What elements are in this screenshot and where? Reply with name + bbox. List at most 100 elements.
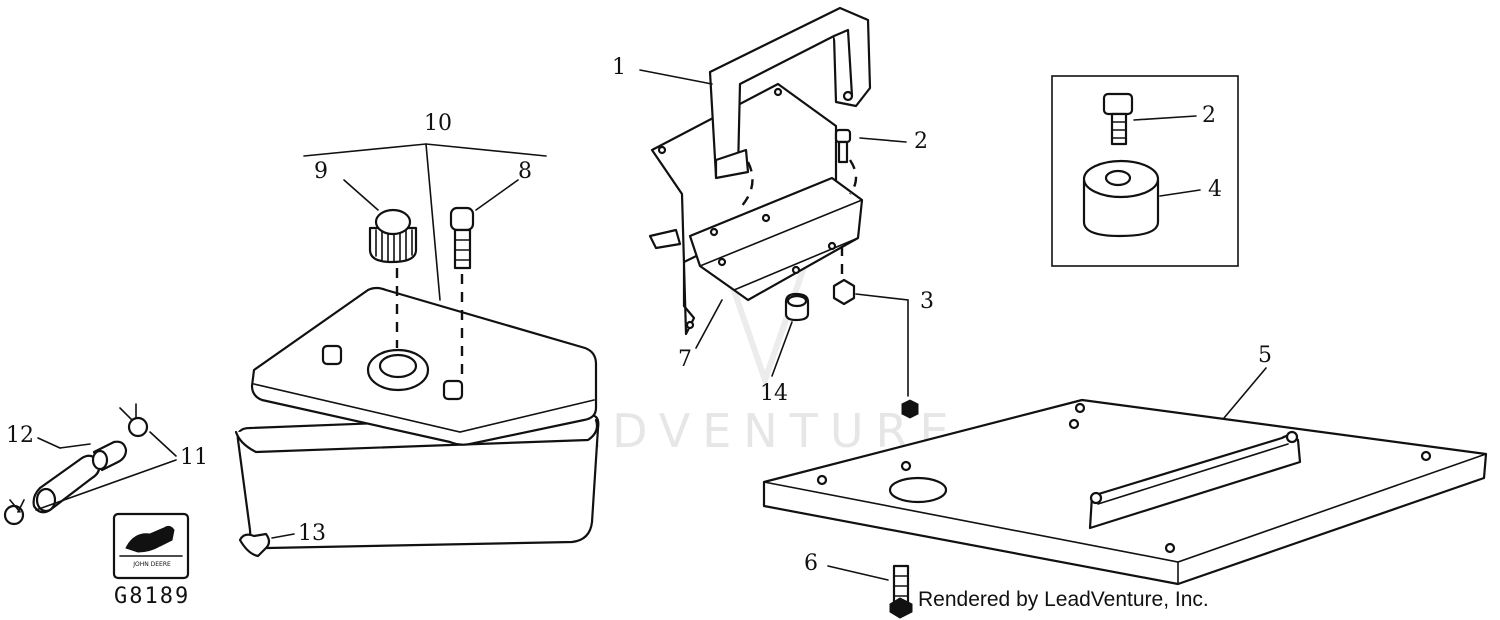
- callout-4: 4: [1208, 177, 1222, 202]
- tank-bracket: [639, 6, 872, 349]
- inset-bolt-shank: [1110, 112, 1128, 146]
- shelf-hole-4: [791, 265, 801, 275]
- callout-3: 3: [920, 289, 934, 314]
- fuel-fitting: [449, 206, 475, 270]
- fuel-hose-1-end: [35, 487, 57, 513]
- callout-13: 13: [298, 521, 326, 546]
- handle-hole: [842, 90, 854, 102]
- leader-11a: [35, 459, 177, 511]
- inset-bolt-head: [1102, 92, 1134, 116]
- inset-box: [1051, 75, 1239, 267]
- leader-7: [695, 299, 723, 349]
- bracket-shelf: [688, 176, 864, 302]
- bracket-bolt-shank: [837, 140, 849, 164]
- leader-14: [771, 321, 793, 377]
- callout-9: 9: [314, 159, 328, 184]
- logo-text: JOHN DEERE: [133, 561, 171, 568]
- tank-boss-left: [321, 344, 343, 366]
- handle-foot: [714, 148, 750, 180]
- shelf-hole-5: [827, 241, 837, 251]
- bracket-bolt-head: [834, 128, 852, 144]
- fuel-cap: [368, 208, 418, 264]
- figure-id: G8189: [114, 584, 191, 609]
- shelf-hole-1: [709, 227, 719, 237]
- leader-9: [343, 179, 379, 211]
- callout-7: 7: [678, 347, 692, 372]
- callout-2-inset: 2: [1202, 103, 1216, 128]
- callout-5: 5: [1258, 343, 1272, 368]
- plate-hole-3: [685, 320, 695, 330]
- callout-14: 14: [760, 381, 788, 406]
- rail-edge: [1097, 443, 1289, 505]
- bracket-nut: [832, 246, 919, 419]
- bracket-bolt: [834, 128, 907, 164]
- leader-5: [1223, 367, 1267, 419]
- wing-nut-shape: [238, 532, 271, 558]
- filler-neck-opening: [378, 353, 418, 379]
- cap-top: [374, 208, 412, 236]
- hose-clamp-1: [3, 499, 25, 526]
- leader-2b: [1133, 115, 1197, 121]
- rail-end-2: [1089, 491, 1103, 505]
- leader-12b: [59, 443, 91, 449]
- hose-clamp-2: [119, 403, 149, 438]
- fitting-head: [449, 206, 475, 232]
- callout-2: 2: [914, 129, 928, 154]
- leader-4: [1159, 189, 1201, 197]
- cap-ridges: [375, 229, 413, 262]
- bolt-dash: [848, 159, 858, 195]
- handle-inner: [832, 28, 854, 98]
- callout-6: 6: [804, 551, 818, 576]
- callout-10-bracket: [303, 143, 547, 301]
- plate-bolt: [827, 564, 913, 619]
- base-plate: [762, 367, 1488, 586]
- leader-6: [827, 565, 889, 581]
- plate-opening: [888, 476, 948, 504]
- fitting-ribs: [454, 239, 471, 261]
- shelf-hole-3: [717, 257, 727, 267]
- leader-12a: [37, 437, 61, 449]
- bracket-leader: [425, 143, 441, 301]
- tank-boss-fitting: [442, 379, 464, 401]
- handle-dash: [739, 161, 754, 209]
- leader-13: [271, 533, 295, 539]
- plate-hole-2: [773, 87, 783, 97]
- tank-edge: [253, 383, 595, 433]
- plate-hole-1: [657, 145, 667, 155]
- leader-11b: [149, 431, 177, 457]
- fuel-tank: [234, 286, 600, 550]
- callout-1: 1: [612, 55, 626, 80]
- fitting-stem: [453, 228, 472, 270]
- spacer: [771, 292, 810, 377]
- wing-nut: [238, 532, 295, 558]
- spacer-top: [786, 294, 808, 308]
- deer-icon: [125, 525, 175, 553]
- callout-labels: 1 2 2 3 4 5 6 7 8 9 10 11 12 13 14: [6, 55, 1272, 576]
- callout-12: 12: [6, 423, 34, 448]
- john-deere-logo: [112, 512, 190, 580]
- plate-tab: [648, 228, 682, 250]
- inset-isolator-hole: [1104, 169, 1132, 187]
- nut-lower: [901, 399, 919, 419]
- leader-2a: [859, 137, 907, 143]
- leader-1: [639, 69, 713, 85]
- leader-8: [475, 179, 519, 211]
- inset-frame: [1051, 75, 1239, 267]
- shelf-hole-2: [761, 213, 771, 223]
- rail-end-1: [1285, 430, 1299, 444]
- nut-shape: [832, 278, 856, 306]
- bracket-plate: [650, 82, 838, 336]
- bracket-line: [303, 143, 547, 157]
- fuel-hose-2-end: [91, 449, 109, 471]
- credit-text: Rendered by LeadVenture, Inc.: [918, 588, 1209, 611]
- callout-8: 8: [518, 159, 532, 184]
- shelf-edges: [699, 199, 863, 291]
- leader-3: [855, 293, 909, 397]
- fuel-line: [3, 403, 177, 526]
- plate-bolt-head: [889, 597, 913, 619]
- callout-10: 10: [424, 111, 452, 136]
- callout-11: 11: [180, 445, 208, 470]
- plate-edges: [763, 453, 1487, 585]
